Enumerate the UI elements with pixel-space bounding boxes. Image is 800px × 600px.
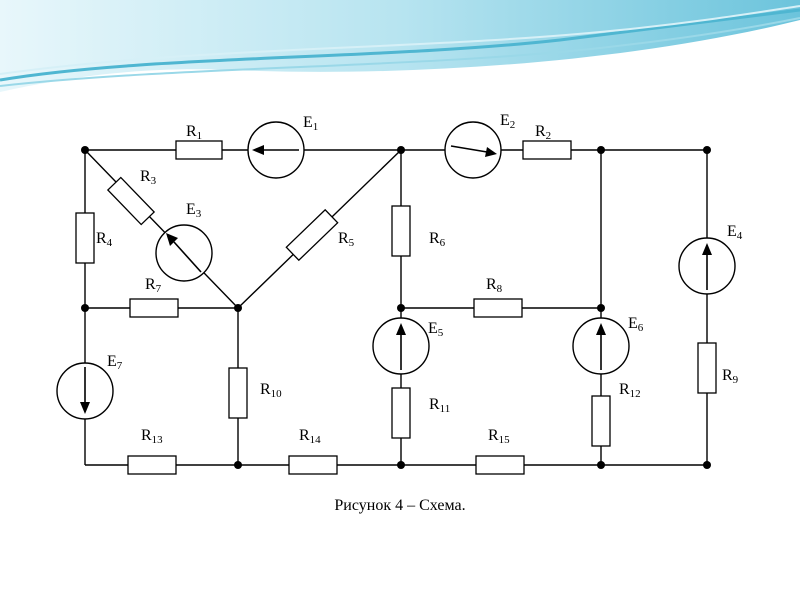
node-dot [234,304,242,312]
node-dot [397,461,405,469]
resistor-r7 [129,298,179,318]
node-dot [397,304,405,312]
source-e6 [572,317,630,375]
node-dot [597,304,605,312]
resistor-r15 [475,455,525,475]
node-dot [234,461,242,469]
resistor-r12 [591,395,611,447]
label-r4: R4 [96,230,113,249]
label-r5: R5 [338,230,355,249]
label-e3: E3 [186,201,202,220]
nodes [81,146,711,469]
node-dot [703,146,711,154]
label-e5: E5 [428,320,444,339]
circuit: R1 R2 R3 R4 R5 R6 R7 R8 R9 R10 R11 R12 R… [56,112,743,475]
label-e4: E4 [727,223,743,242]
sources [56,121,736,420]
label-r3: R3 [140,168,157,187]
source-e7 [56,362,114,420]
node-dot [703,461,711,469]
label-r8: R8 [486,276,503,295]
label-e2: E2 [500,112,515,131]
source-e5 [372,317,430,375]
label-e1: E1 [303,114,318,133]
resistor-r13 [127,455,177,475]
resistor-r4 [75,212,95,264]
label-r14: R14 [299,427,321,446]
label-e6: E6 [628,315,644,334]
label-r1: R1 [186,123,202,142]
resistor-r11 [391,387,411,439]
node-dot [397,146,405,154]
label-r9: R9 [722,367,739,386]
top-banner [0,0,800,92]
resistor-r9 [697,342,717,394]
label-r6: R6 [429,230,446,249]
labels: R1 R2 R3 R4 R5 R6 R7 R8 R9 R10 R11 R12 R… [96,112,743,446]
label-r12: R12 [619,381,641,400]
source-e1 [247,121,305,179]
resistor-r8 [473,298,523,318]
node-dot [597,146,605,154]
resistor-r3 [106,176,156,226]
node-dot [81,146,89,154]
label-e7: E7 [107,353,123,372]
label-r15: R15 [488,427,510,446]
source-e2 [444,121,502,179]
resistors [75,140,717,475]
node-dot [81,304,89,312]
figure-caption: Рисунок 4 – Схема. [334,497,466,514]
label-r11: R11 [429,396,450,415]
resistor-r1 [175,140,223,160]
resistor-r14 [288,455,338,475]
source-e4 [678,237,736,295]
label-r13: R13 [141,427,163,446]
label-r10: R10 [260,381,282,400]
resistor-r2 [522,140,572,160]
resistor-r10 [228,367,248,419]
label-r7: R7 [145,276,162,295]
resistor-r6 [391,205,411,257]
node-dot [597,461,605,469]
label-r2: R2 [535,123,551,142]
source-e3 [155,224,213,282]
resistor-r5 [285,208,339,262]
